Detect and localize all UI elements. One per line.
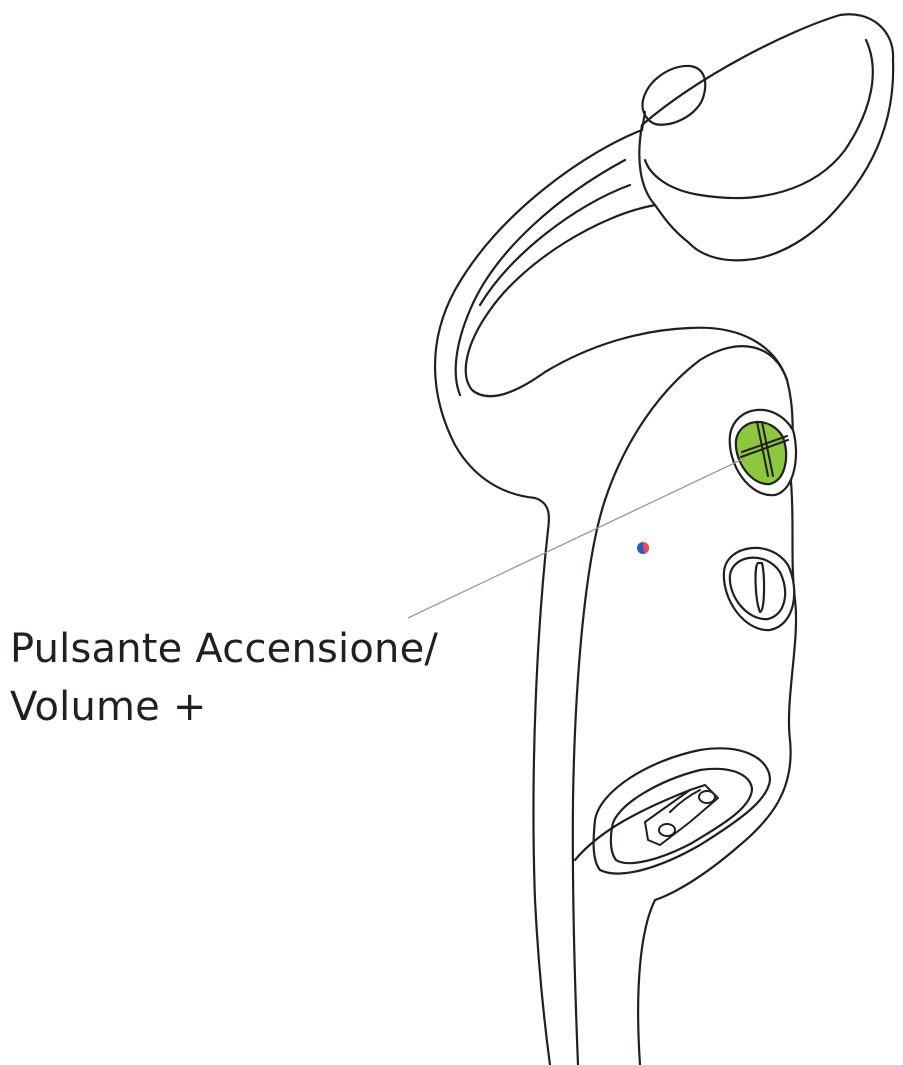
charging-port xyxy=(594,748,770,873)
minus-button xyxy=(724,548,794,630)
callout-label: Pulsante Accensione/ Volume + xyxy=(10,620,530,736)
callout-label-line-1: Pulsante Accensione/ xyxy=(10,620,530,678)
callout-label-line-2: Volume + xyxy=(10,678,530,736)
plus-button xyxy=(730,410,796,495)
ear-pod xyxy=(639,14,893,260)
led-indicator-icon xyxy=(637,542,649,554)
callout-leader-line xyxy=(408,458,745,618)
ear-hook xyxy=(435,130,787,530)
